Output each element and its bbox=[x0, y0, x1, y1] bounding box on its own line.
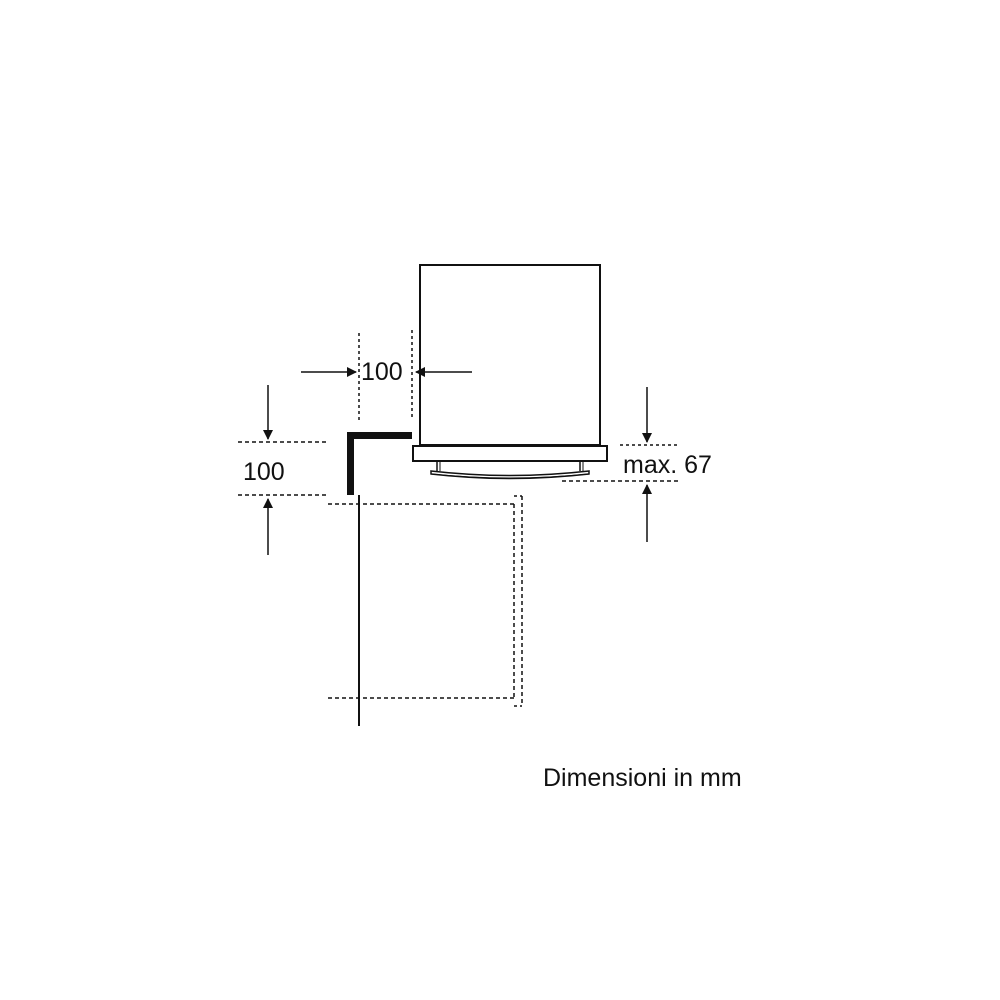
vertical-clearance-label: 100 bbox=[243, 458, 285, 486]
handle-projection-label: max. 67 bbox=[623, 451, 712, 479]
appliance-body bbox=[419, 264, 601, 446]
units-caption: Dimensioni in mm bbox=[543, 764, 742, 792]
cabinet-outline bbox=[328, 495, 523, 707]
door-panel bbox=[412, 445, 608, 462]
horizontal-clearance-label: 100 bbox=[361, 358, 403, 386]
door-handle bbox=[430, 461, 590, 480]
corner-bracket bbox=[347, 432, 412, 495]
